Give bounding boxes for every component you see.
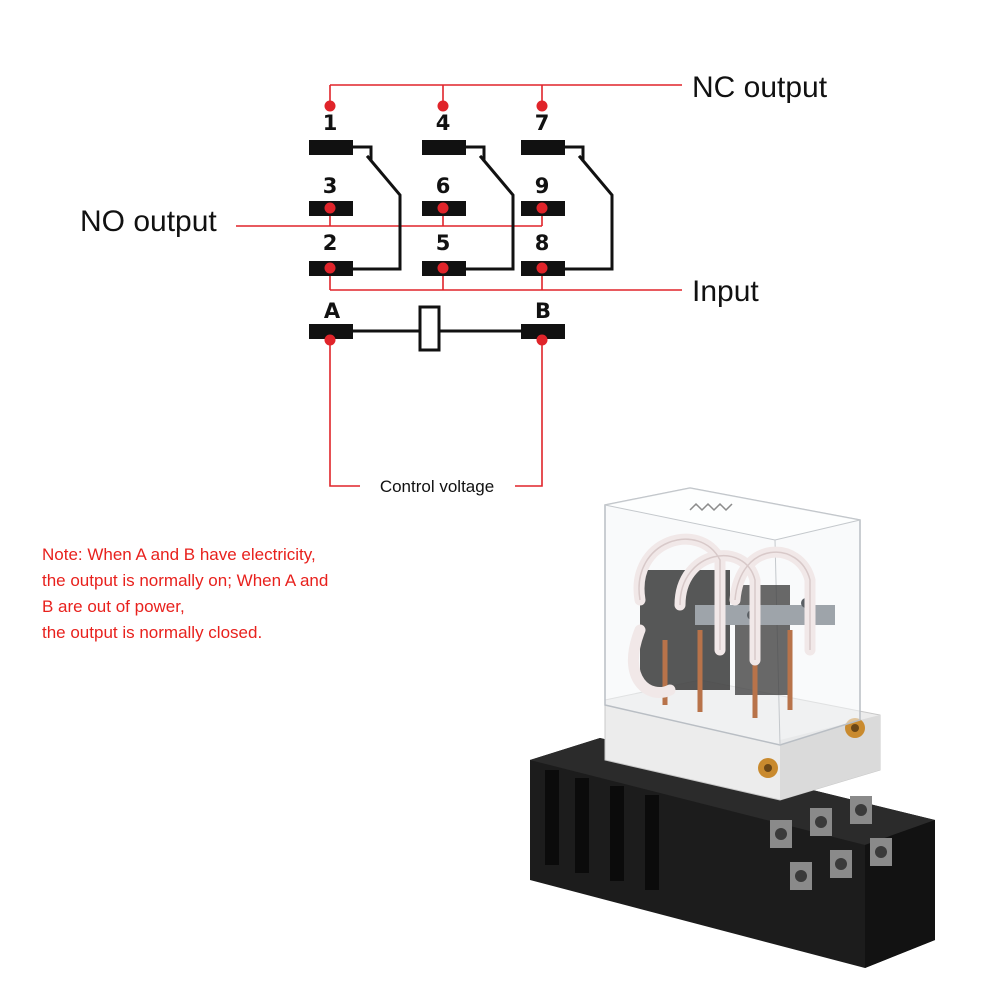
- terminal-screw: [875, 846, 887, 858]
- wire-shade: [638, 538, 721, 650]
- contact-bar-7: [521, 140, 565, 155]
- terminal-screw: [815, 816, 827, 828]
- dot-nc-4: [437, 100, 449, 112]
- nc-output-label: NC output: [692, 71, 828, 104]
- switch-arm-2: [464, 154, 515, 271]
- dot-coil-b: [536, 334, 548, 346]
- control-voltage-label: Control voltage: [380, 477, 494, 496]
- dot-coil-a: [324, 334, 336, 346]
- pin-1-label: 1: [323, 111, 338, 135]
- dot-no-6: [437, 202, 449, 214]
- control-wire-b: [515, 340, 543, 487]
- contact-bar-4: [422, 140, 466, 155]
- note: Note: When A and B have electricity, the…: [42, 545, 328, 642]
- pin-7-label: 7: [535, 111, 550, 135]
- relay-cover-top: [604, 487, 861, 541]
- socket-ribs: [545, 770, 659, 890]
- nc-hook-2: [464, 145, 486, 162]
- note-line-4: the output is normally closed.: [42, 623, 262, 642]
- terminal-screw: [795, 870, 807, 882]
- pin-3-label: 3: [323, 174, 338, 198]
- socket-rib: [645, 795, 659, 890]
- pin-5-label: 5: [436, 231, 451, 255]
- dot-no-9: [536, 202, 548, 214]
- nc-hook-3: [563, 145, 585, 162]
- socket-rib: [545, 770, 559, 865]
- brass-insert-hole: [764, 764, 772, 772]
- coil-terminal-a: [309, 324, 353, 339]
- brass-insert-hole: [851, 724, 859, 732]
- pin-2-label: 2: [323, 231, 338, 255]
- dot-input-5: [437, 262, 449, 274]
- coil-a-label: A: [324, 299, 341, 323]
- pin-9-label: 9: [535, 174, 550, 198]
- socket-terminals: [770, 796, 892, 890]
- pin-6-label: 6: [436, 174, 451, 198]
- dot-nc-1: [324, 100, 336, 112]
- note-line-3: B are out of power,: [42, 597, 185, 616]
- dot-input-2: [324, 262, 336, 274]
- terminal-screw: [855, 804, 867, 816]
- relay-armature: [735, 585, 790, 695]
- coil-terminal-b: [521, 324, 565, 339]
- coil-b-label: B: [535, 299, 551, 323]
- insulated-wire-shading: [638, 538, 811, 660]
- socket-rib: [610, 786, 624, 881]
- relay-with-socket-image: [530, 487, 935, 968]
- pin-numbers: 1 4 7 3 6 9 2 5 8 A B: [323, 111, 551, 323]
- dot-no-3: [324, 202, 336, 214]
- switch-arm-3: [563, 154, 614, 271]
- pin-8-label: 8: [535, 231, 550, 255]
- control-wire-a: [329, 340, 360, 487]
- note-line-2: the output is normally on; When A and: [42, 571, 328, 590]
- coil-symbol: [418, 305, 441, 352]
- switch-arms: [351, 145, 614, 333]
- relay-spring: [689, 502, 733, 512]
- socket-rib: [575, 778, 589, 873]
- dot-input-8: [536, 262, 548, 274]
- pin-4-label: 4: [436, 111, 451, 135]
- insulated-wire: [628, 624, 676, 698]
- no-output-label: NO output: [80, 205, 217, 238]
- red-dots: [324, 100, 548, 346]
- relay-bracket: [695, 605, 835, 625]
- wire-shade: [679, 555, 756, 660]
- dot-nc-7: [536, 100, 548, 112]
- wire-shade: [734, 551, 811, 650]
- terminal-screw: [775, 828, 787, 840]
- contact-bar-1: [309, 140, 353, 155]
- terminal-screw: [835, 858, 847, 870]
- note-line-1: Note: When A and B have electricity,: [42, 545, 316, 564]
- nc-hook-1: [351, 145, 373, 162]
- switch-arm-1: [351, 154, 402, 271]
- input-label: Input: [692, 275, 759, 308]
